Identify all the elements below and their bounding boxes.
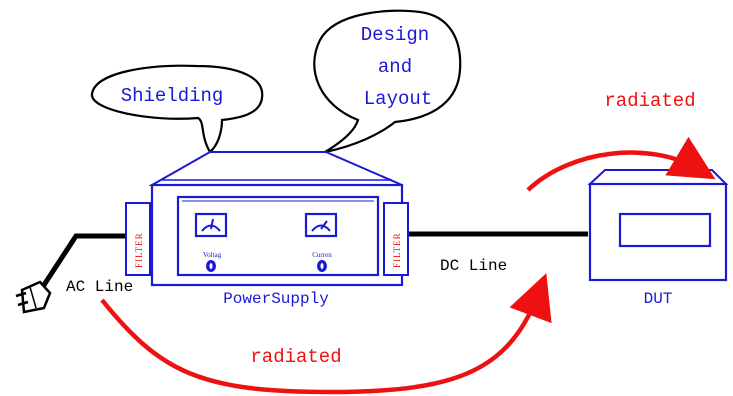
dut-device	[587, 169, 729, 282]
shielding-bubble: Shielding	[90, 64, 264, 154]
layout-label: Layout	[364, 88, 432, 110]
ac-line-label: AC Line	[66, 278, 133, 296]
filter-left-label: FILTER	[134, 232, 144, 268]
dc-line-label: DC Line	[440, 257, 507, 275]
radiated-top-label: radiated	[604, 90, 695, 112]
voltage-label: Voltag	[203, 251, 222, 259]
filter-right: FILTER	[383, 202, 409, 276]
voltage-meter-icon	[194, 212, 228, 238]
shielding-label: Shielding	[121, 85, 224, 107]
dut-label: DUT	[644, 290, 673, 308]
ac-plug-icon	[15, 280, 52, 314]
power-supply: FILTER FILTER Voltag Curren	[125, 151, 409, 287]
radiated-bottom-label: radiated	[250, 346, 341, 368]
radiated-top-arrow	[526, 136, 716, 192]
and-label: and	[378, 56, 412, 78]
filter-left: FILTER	[125, 202, 151, 276]
filter-right-label: FILTER	[392, 232, 402, 268]
current-label: Curren	[312, 251, 332, 259]
radiated-bottom-arrow	[100, 273, 552, 395]
power-supply-label: PowerSupply	[223, 290, 329, 308]
design-layout-bubble: Design and Layout	[313, 9, 462, 154]
design-label: Design	[361, 24, 429, 46]
current-meter-icon	[304, 212, 338, 238]
